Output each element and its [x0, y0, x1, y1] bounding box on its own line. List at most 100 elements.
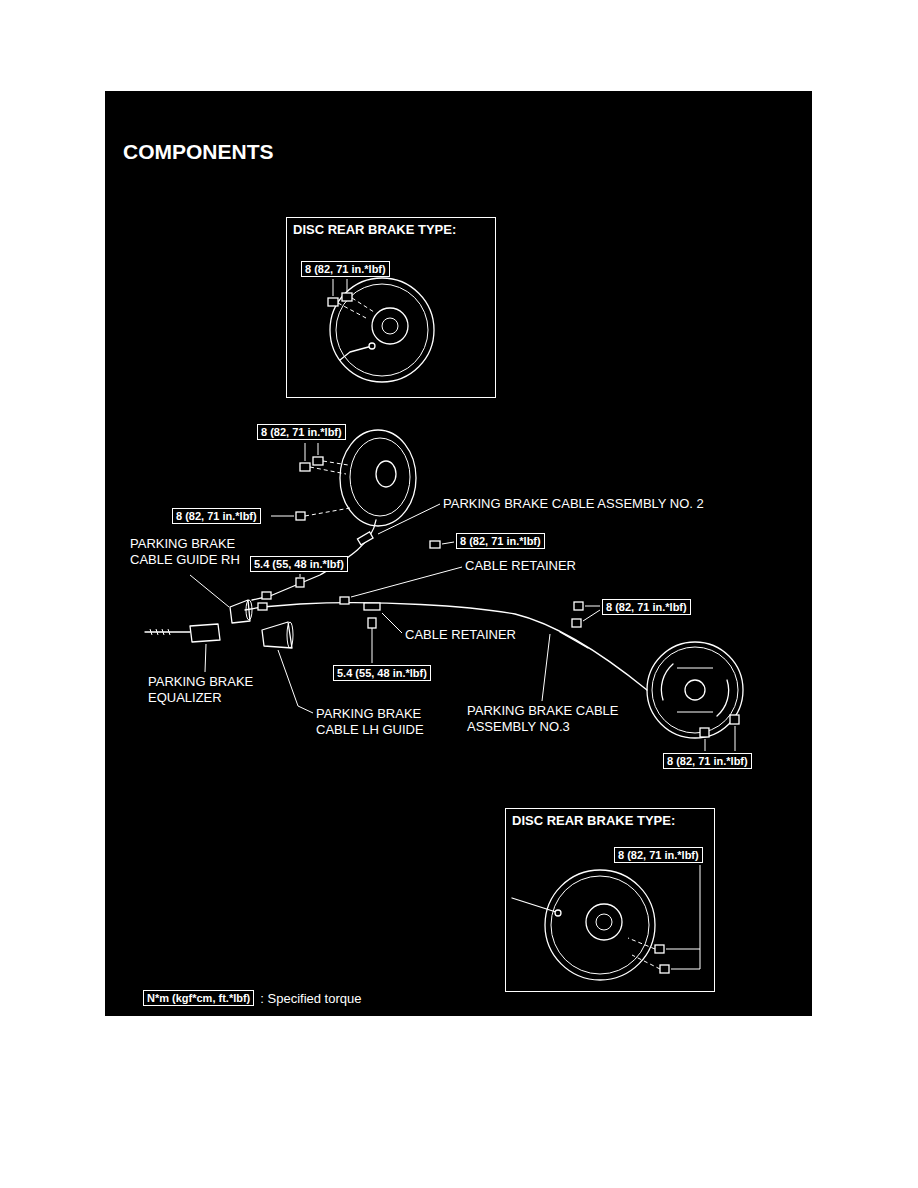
cable-fitting	[555, 910, 561, 916]
leader-line	[305, 443, 306, 461]
bolt-axis	[310, 467, 346, 474]
part-name: CABLE RETAINER	[405, 627, 516, 643]
bolt	[730, 715, 739, 724]
leader-line	[442, 542, 454, 544]
backing-plate-rim	[336, 284, 428, 376]
backing-plate	[330, 278, 434, 382]
leader-line	[333, 279, 334, 296]
torque-value: 8 (82, 71 in.*lbf)	[305, 262, 386, 276]
torque-box: 8 (82, 71 in.*lbf)	[257, 424, 346, 440]
torque-value: 8 (82, 71 in.*lbf)	[618, 848, 699, 862]
torque-box: 8 (82, 71 in.*lbf)	[602, 599, 691, 615]
leader-line	[271, 516, 294, 517]
leader-line	[318, 443, 319, 455]
equalizer-rod	[145, 631, 190, 632]
rod-thread	[150, 629, 170, 635]
bolt	[328, 298, 338, 306]
backing-plate	[545, 870, 655, 980]
brake-shoe	[661, 664, 673, 700]
hub-hole	[372, 308, 408, 344]
legend-text: : Specified torque	[260, 991, 361, 1007]
leader-line	[190, 575, 229, 607]
equalizer-body	[190, 624, 220, 642]
backing-plate	[647, 642, 743, 738]
hub-centre	[596, 914, 612, 930]
bolt	[296, 578, 304, 587]
leader-line	[583, 610, 600, 621]
torque-value: 8 (82, 71 in.*lbf)	[460, 534, 541, 548]
inset-heading: DISC REAR BRAKE TYPE:	[287, 218, 495, 242]
part-name: PARKING BRAKE CABLE GUIDE RH	[130, 536, 255, 568]
torque-box: 8 (82, 71 in.*lbf)	[456, 533, 545, 549]
torque-key-box: N*m (kgf*cm, ft.*lbf)	[143, 990, 254, 1006]
stud-bolt	[368, 618, 376, 628]
cable-end-fitting	[258, 603, 267, 610]
hub-centre	[382, 318, 398, 334]
type-inset-box: DISC REAR BRAKE TYPE: 8 (82, 71 in.*lbf)	[286, 217, 496, 398]
cable-retainer	[364, 603, 380, 610]
hub-hole	[685, 680, 705, 700]
page-title: COMPONENTS	[123, 140, 274, 164]
bolt	[342, 293, 352, 301]
bolt	[296, 512, 305, 520]
cable-end	[340, 346, 372, 360]
leader-line	[378, 504, 440, 534]
cable-guide-lh	[262, 622, 292, 648]
torque-value: 8 (82, 71 in.*lbf)	[606, 600, 687, 614]
shoe-spring	[677, 668, 713, 669]
leader-line	[666, 865, 700, 969]
type-inset-box: DISC REAR BRAKE TYPE: 8 (82, 71 in.*lbf)	[505, 808, 715, 992]
leader-line	[278, 650, 313, 713]
torque-value: 8 (82, 71 in.*lbf)	[261, 425, 342, 439]
bolt-axis	[305, 508, 350, 516]
backing-plate	[340, 430, 416, 526]
cable-bracket	[560, 632, 588, 648]
cable-end	[512, 898, 556, 912]
bolt	[655, 945, 664, 953]
backing-plate-rim	[350, 438, 410, 516]
bolt	[430, 541, 440, 548]
leader-line	[542, 634, 550, 701]
hub-hole	[376, 461, 396, 487]
part-name: PARKING BRAKE CABLE ASSEMBLY NO.3	[467, 703, 637, 735]
bolt	[300, 463, 310, 471]
bolt	[313, 457, 323, 465]
cable-retainer	[340, 597, 349, 604]
guide-mouth	[287, 622, 293, 648]
brake-shoe	[717, 680, 729, 716]
cable-no3	[262, 603, 647, 690]
leader-line	[382, 613, 402, 633]
part-name: PARKING BRAKE CABLE LH GUIDE	[316, 706, 441, 738]
cable-fitting	[369, 343, 375, 349]
backing-plate-rim	[652, 647, 738, 733]
inset-heading: DISC REAR BRAKE TYPE:	[506, 809, 714, 833]
torque-value: 5.4 (55, 48 in.*lbf)	[254, 557, 344, 571]
black-panel	[105, 91, 812, 1016]
bolt-axis	[323, 461, 348, 465]
bolt	[660, 965, 669, 973]
shoe-spring	[677, 712, 713, 713]
leader-line	[705, 739, 706, 751]
leader-line	[351, 567, 462, 597]
torque-box: 8 (82, 71 in.*lbf)	[172, 508, 261, 524]
bolt	[572, 619, 581, 627]
bolt-axis	[628, 938, 655, 949]
leader-line	[372, 628, 373, 663]
bolt-axis	[338, 303, 366, 318]
backing-plate-rim	[551, 876, 649, 974]
bolt-axis	[352, 298, 374, 312]
guide-mouth	[246, 600, 252, 620]
torque-value: 5.4 (55, 48 in.*lbf)	[337, 666, 427, 680]
torque-box: 5.4 (55, 48 in.*lbf)	[250, 556, 348, 572]
torque-value: 8 (82, 71 in.*lbf)	[176, 509, 257, 523]
torque-value: 8 (82, 71 in.*lbf)	[667, 754, 748, 768]
leader-line	[300, 574, 301, 577]
hub-hole	[586, 904, 622, 940]
leader-line	[585, 606, 600, 607]
bolt	[574, 602, 583, 610]
leader-line	[205, 644, 206, 672]
leader-line	[347, 279, 348, 291]
